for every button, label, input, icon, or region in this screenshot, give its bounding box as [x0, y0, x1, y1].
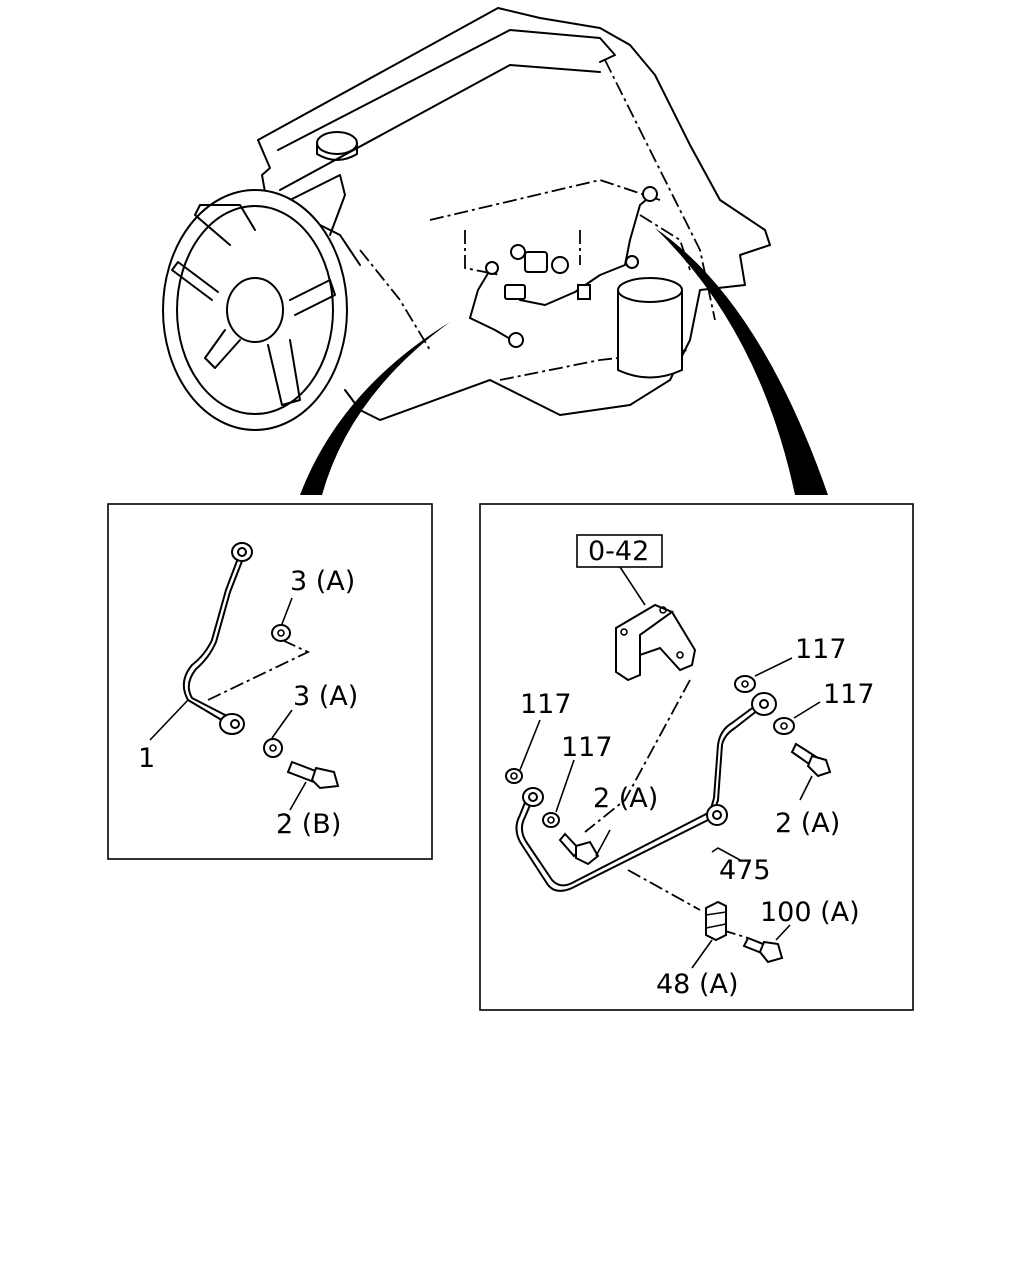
washer-icon [542, 812, 560, 828]
callout-wedge-right [655, 228, 828, 495]
washer-icon [505, 768, 523, 784]
bolt-icon [286, 760, 340, 790]
label-washer-117-left-mid: 117 [561, 732, 613, 763]
fan-icon [162, 189, 348, 431]
oil-pipe-1 [182, 552, 241, 723]
label-bolt-2a-center: 2 (A) [593, 783, 658, 814]
screw-icon [742, 936, 784, 964]
label-ref-0-42: 0-42 [588, 536, 649, 567]
callout-wedge-left [300, 322, 450, 495]
label-part-1: 1 [138, 743, 155, 774]
washer-icon [734, 675, 756, 693]
label-pipe-475: 475 [719, 855, 771, 886]
clip-icon [705, 900, 727, 942]
oil-pipe-475 [515, 709, 759, 892]
bracket-icon [615, 603, 697, 682]
label-washer-117-right-mid: 117 [823, 679, 875, 710]
engine-overview [162, 7, 771, 431]
bolt-icon [558, 832, 600, 866]
bolt-icon [790, 742, 832, 778]
label-clip-48a: 48 (A) [656, 969, 738, 1000]
label-bolt-2a-right: 2 (A) [775, 808, 840, 839]
washer-icon [773, 717, 795, 735]
label-bolt-2b: 2 (B) [276, 809, 341, 840]
right-detail-panel: 0-42 [479, 503, 914, 1011]
washer-icon [271, 624, 291, 642]
label-screw-100a: 100 (A) [760, 897, 860, 928]
label-washer-3a-top: 3 (A) [290, 566, 355, 597]
label-washer-117-left-top: 117 [520, 689, 572, 720]
reference-box [576, 534, 663, 568]
left-detail-panel: 1 3 (A) 3 (A) 2 (B) [107, 503, 433, 860]
washer-icon [263, 738, 283, 758]
label-washer-3a-bottom: 3 (A) [293, 681, 358, 712]
label-washer-117-right-top: 117 [795, 634, 847, 665]
